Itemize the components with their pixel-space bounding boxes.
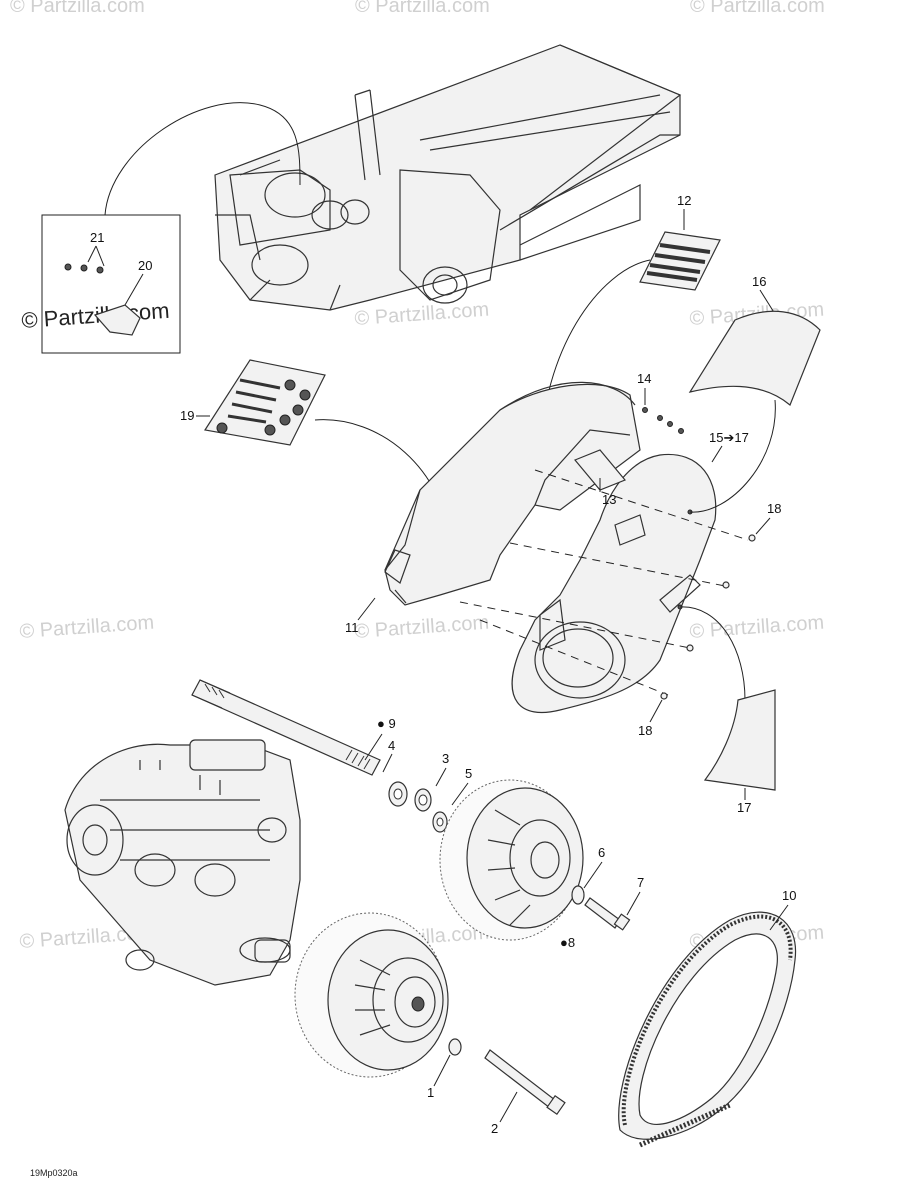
label-part-21: 21	[90, 230, 104, 245]
bolt-part-7	[584, 897, 631, 931]
label-part-14: 14	[637, 371, 651, 386]
leader-part-17	[679, 606, 746, 701]
oil-drop-icon: ●	[377, 716, 385, 731]
watermark: © Partzilla.com	[354, 612, 490, 643]
bracket-part-13	[574, 449, 626, 491]
watermark: © Partzilla.com	[689, 612, 825, 643]
drive-shaft	[191, 679, 381, 776]
label-part-10: 10	[782, 888, 796, 903]
leader-chassis-to-box	[104, 102, 301, 216]
watermark: © Partzilla.com	[354, 299, 490, 330]
decal-19	[204, 359, 326, 446]
diagram-reference-code: 19Mp0320a	[30, 1168, 78, 1178]
drive-belt-10	[618, 911, 797, 1148]
watermark: © Partzilla.com	[690, 0, 825, 17]
decal-12	[639, 231, 721, 291]
engine	[64, 739, 301, 986]
screw-icon	[80, 264, 88, 272]
chassis-frame	[214, 44, 682, 311]
label-part-12: 12	[677, 193, 691, 208]
label-part-11: 11	[345, 620, 359, 635]
screw-icon	[64, 263, 72, 271]
bracket-part-20	[93, 304, 141, 336]
label-part-5: 5	[465, 766, 472, 781]
watermark: © Partzilla.com	[10, 0, 145, 17]
hardware-box: 21 20	[41, 214, 181, 354]
label-part-2: 2	[491, 1121, 498, 1136]
driven-pulley	[439, 779, 584, 941]
label-part-4: 4	[388, 738, 395, 753]
leader-15-17	[689, 399, 776, 513]
label-part-13: 13	[602, 492, 616, 507]
label-part-16: 16	[752, 274, 766, 289]
label-part-7: 7	[637, 875, 644, 890]
label-part-18-top: 18	[767, 501, 781, 516]
watermark: © Partzilla.com	[19, 612, 155, 643]
label-part-9: ● 9	[377, 716, 396, 731]
shield-panel-17	[703, 689, 776, 791]
watermark: © Partzilla.com	[355, 0, 490, 17]
label-part-19: 19	[180, 408, 194, 423]
belt-guard-inner-11	[384, 381, 641, 606]
bolt-part-2	[484, 1049, 566, 1116]
label-part-3: 3	[442, 751, 449, 766]
label-part-6: 6	[598, 845, 605, 860]
label-part-20: 20	[138, 258, 152, 273]
washer-part-6	[571, 885, 585, 905]
oil-drop-icon: ●	[560, 935, 568, 950]
label-part-18-bottom: 18	[638, 723, 652, 738]
label-part-8: ●8	[560, 935, 575, 950]
label-part-15-17: 15➔17	[709, 430, 749, 445]
shield-panel-16	[688, 310, 821, 406]
screw-icon	[96, 266, 104, 274]
drive-pulley	[294, 912, 449, 1078]
label-part-17: 17	[737, 800, 751, 815]
label-part-1: 1	[427, 1085, 434, 1100]
washer-part-1	[448, 1038, 462, 1056]
